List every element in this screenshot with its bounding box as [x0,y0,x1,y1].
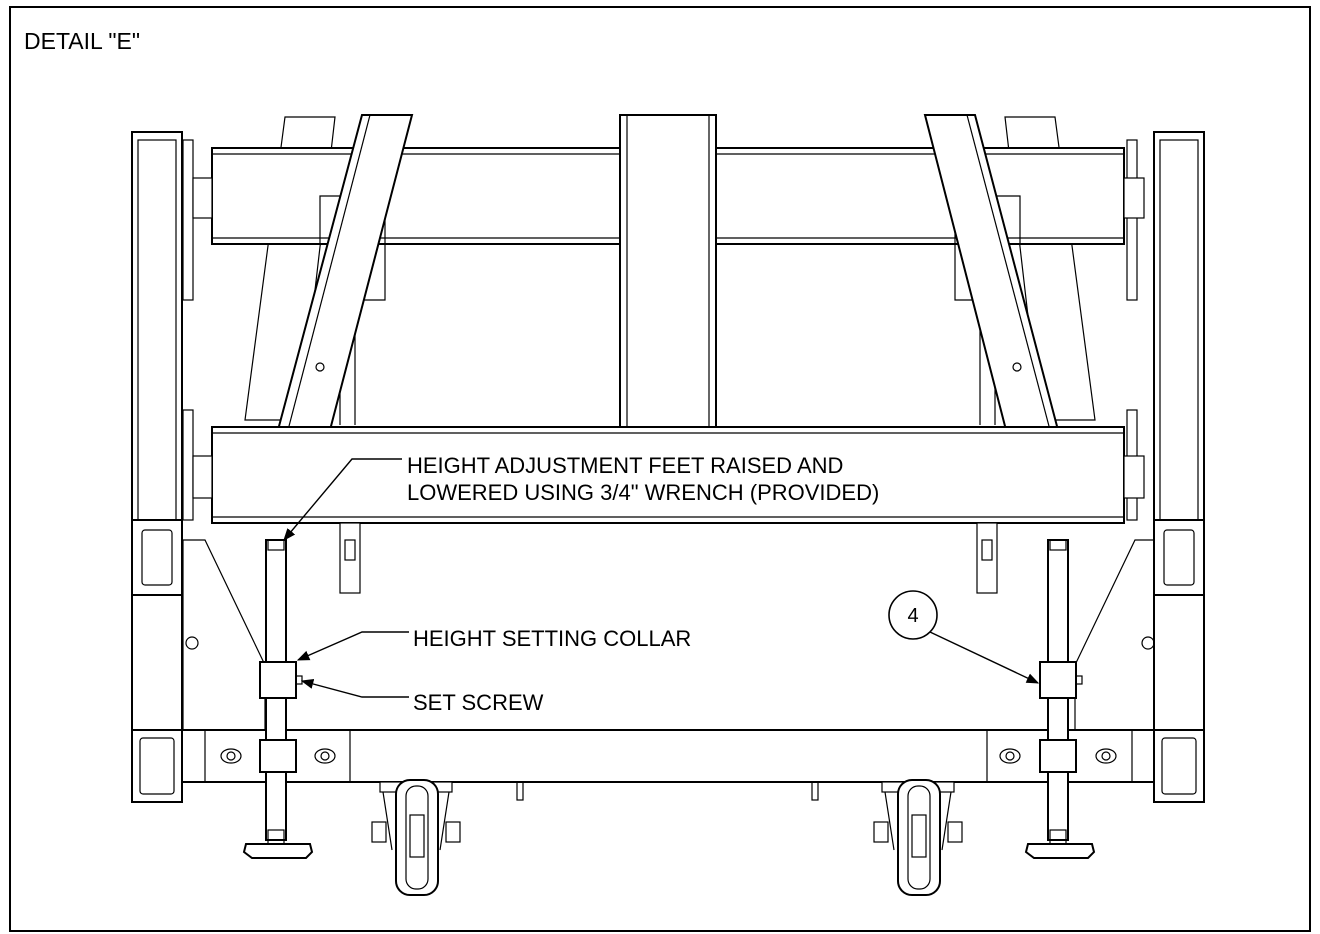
sheet-border [9,6,1311,932]
balloon-number: 4 [907,605,918,627]
left-side-post [131,131,183,803]
item-balloon [888,590,1040,684]
detail-title: DETAIL "E" [24,28,140,54]
leader-set-screw [300,679,409,698]
center-post [619,114,717,431]
callout-set-screw: SET SCREW [413,690,544,715]
base-rail [181,729,1155,801]
leader-height-adjustment [283,458,402,541]
lower-crossbeam [192,426,1145,524]
callout-height-setting-collar: HEIGHT SETTING COLLAR [413,626,691,651]
callout-height-adjustment-line2: LOWERED USING 3/4" WRENCH (PROVIDED) [407,480,879,505]
leader-height-setting-collar [296,631,409,661]
hanging-tabs [339,522,998,594]
callout-height-adjustment-line1: HEIGHT ADJUSTMENT FEET RAISED AND [407,453,843,478]
left-leveling-foot [242,539,314,859]
right-side-post [1153,131,1205,803]
right-caster [873,779,963,896]
left-caster [371,779,461,896]
right-leveling-foot [1024,539,1096,859]
